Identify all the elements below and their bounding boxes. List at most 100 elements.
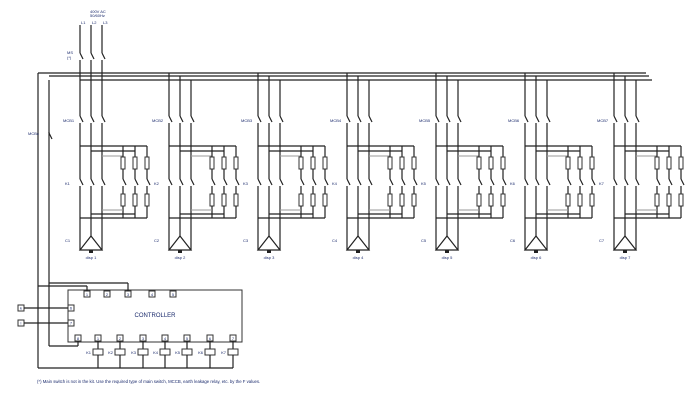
discharge-contact — [122, 178, 127, 186]
display-label: disp 6 — [531, 255, 542, 260]
contactor-label: K3 — [243, 181, 249, 186]
terminal-label: 7 — [70, 321, 73, 326]
contactor-contact — [368, 178, 373, 186]
resistor — [488, 193, 494, 207]
relay-label: K2 — [108, 350, 114, 355]
controller-top-terminal — [148, 290, 156, 298]
phase-label: L3 — [103, 20, 108, 25]
capacitor-label: C5 — [421, 238, 427, 243]
main-switch-label: MS — [67, 50, 73, 55]
resistor — [476, 156, 482, 170]
capacitor-terminal — [356, 250, 360, 253]
discharge-contact — [223, 178, 228, 186]
resistor — [654, 156, 660, 170]
capacitor-icon — [612, 235, 638, 251]
relay-label: K6 — [198, 350, 204, 355]
resistor — [233, 156, 239, 170]
discharge-contact — [324, 178, 329, 186]
relay-coil-icon — [159, 348, 171, 356]
resistor — [298, 156, 304, 170]
mcb-contact — [635, 115, 640, 123]
contactor-contact — [346, 178, 351, 186]
contactor-contact — [79, 178, 84, 186]
supply-label: 50/60Hz — [90, 13, 105, 18]
terminal-label: 1 — [97, 336, 100, 341]
discharge-contact — [401, 178, 406, 186]
terminal-label: 7 — [232, 336, 235, 341]
resistor — [577, 156, 583, 170]
resistor — [678, 193, 684, 207]
discharge-contact — [312, 178, 317, 186]
resistor — [411, 193, 417, 207]
mcb-contact — [79, 115, 84, 123]
controller-top-terminal — [169, 290, 177, 298]
resistor — [221, 156, 227, 170]
resistor — [387, 193, 393, 207]
contactor-contact — [179, 178, 184, 186]
resistor — [322, 193, 328, 207]
controller-box — [67, 289, 243, 343]
display-label: disp 1 — [86, 255, 97, 260]
relay-coil-icon — [137, 348, 149, 356]
contactor-contact — [268, 178, 273, 186]
resistor — [120, 193, 126, 207]
discharge-contact — [656, 178, 661, 186]
display-label: disp 3 — [264, 255, 275, 260]
discharge-contact — [567, 178, 572, 186]
mcb-contact — [613, 115, 618, 123]
phase-label: L1 — [81, 20, 86, 25]
main-switch-contact — [79, 52, 84, 60]
terminal-label: 6 — [70, 306, 73, 311]
capacitor-icon — [167, 235, 193, 251]
resistor — [298, 193, 304, 207]
display-label: disp 4 — [353, 255, 364, 260]
resistor — [500, 156, 506, 170]
main-switch-note: (*) — [67, 55, 72, 60]
mcb-contact — [90, 115, 95, 123]
capacitor-terminal — [267, 250, 271, 253]
contactor-label: K6 — [510, 181, 516, 186]
mcb-contact — [346, 115, 351, 123]
capacitor-terminal — [623, 250, 627, 253]
terminal-label: 5 — [186, 336, 189, 341]
contactor-contact — [90, 178, 95, 186]
mcb-contact — [168, 115, 173, 123]
phase-label: L2 — [92, 20, 97, 25]
discharge-contact — [389, 178, 394, 186]
mcb-contact — [101, 115, 106, 123]
relay-coil-icon — [114, 348, 126, 356]
resistor — [500, 193, 506, 207]
resistor — [476, 193, 482, 207]
contactor-contact — [457, 178, 462, 186]
control-breaker-contact — [48, 132, 53, 140]
resistor — [310, 156, 316, 170]
discharge-contact — [300, 178, 305, 186]
resistor — [132, 156, 138, 170]
contactor-contact — [190, 178, 195, 186]
contactor-contact — [524, 178, 529, 186]
relay-coil-icon — [92, 348, 104, 356]
resistor — [132, 193, 138, 207]
resistor — [565, 193, 571, 207]
capacitor-icon — [434, 235, 460, 251]
resistor — [488, 156, 494, 170]
resistor — [666, 156, 672, 170]
resistor — [577, 193, 583, 207]
capacitor-terminal — [178, 250, 182, 253]
terminal-label: 2 — [106, 292, 109, 297]
mcb-label: MCB4 — [330, 118, 342, 123]
capacitor-icon — [256, 235, 282, 251]
discharge-contact — [680, 178, 685, 186]
resistor — [310, 193, 316, 207]
capacitor-label: C6 — [510, 238, 516, 243]
discharge-contact — [211, 178, 216, 186]
mcb-contact — [190, 115, 195, 123]
discharge-contact — [146, 178, 151, 186]
resistor — [589, 193, 595, 207]
terminal-label: 6 — [209, 336, 212, 341]
discharge-contact — [478, 178, 483, 186]
contactor-contact — [168, 178, 173, 186]
mcb-contact — [457, 115, 462, 123]
